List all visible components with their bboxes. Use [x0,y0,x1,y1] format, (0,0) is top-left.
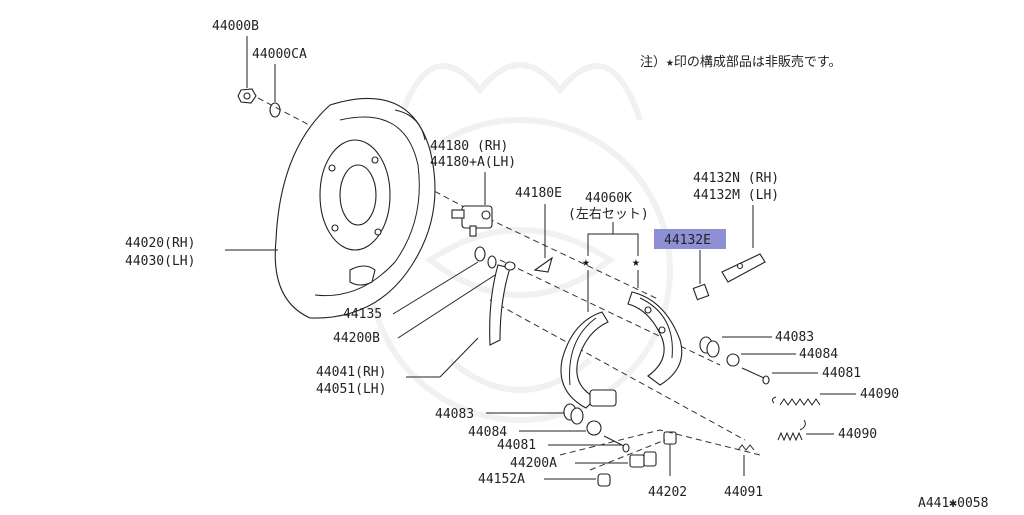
label-44132E: 44132E [664,233,711,248]
pin-44081-right [741,367,770,385]
label-44041: 44041(RH) [316,365,386,380]
leader-44135 [392,261,479,315]
axis-line-lower [499,259,721,366]
label-44132N: 44132N (RH) [693,171,779,186]
label-44083-right: 44083 [775,330,814,345]
label-44051: 44051(LH) [316,382,386,397]
label-44132M: 44132M (LH) [693,188,779,203]
wheel-cylinder-44180 [451,205,493,237]
adjuster-44200A [629,451,657,468]
highlight-44132E [654,229,726,249]
spring-cup-44083-right [699,336,720,358]
label-44060K: 44060K [585,191,632,206]
label-44000B: 44000B [212,19,259,34]
part-44132E [692,283,710,301]
pin-44081-left [603,435,630,453]
brake-shoe-left [560,311,617,409]
part-44135-b [487,255,497,269]
label-44084-right: 44084 [799,347,838,362]
star-mark-left: ★ [582,255,590,270]
label-44081-right: 44081 [822,366,861,381]
star-mark-right: ★ [632,255,640,270]
part-44152A [597,473,611,487]
strut-44200B [489,261,516,346]
part-44135 [474,246,486,262]
label-44060K-sub: (左右セット) [568,207,649,222]
spring-cup-44083-left [563,403,584,425]
leader-44041-b [439,337,479,378]
adjuster-lever-44132N [721,253,766,283]
label-44180-rh: 44180 (RH) [430,139,508,154]
label-44202: 44202 [648,485,687,500]
label-44180E: 44180E [515,186,562,201]
label-44135: 44135 [343,307,382,322]
spring-44090-b [777,419,806,442]
part-44180E [533,256,553,273]
backing-plate-44020 [274,97,436,319]
label-44200B: 44200B [333,331,380,346]
label-44200A: 44200A [510,456,557,471]
washer-44084-right [726,353,740,367]
group-dashed-lower [559,429,761,456]
leader-44200B [397,274,496,339]
label-44020: 44020(RH) [125,236,195,251]
spring-44091 [737,444,755,476]
figure-code: A441✱0058 [918,496,988,510]
label-44083-left: 44083 [435,407,474,422]
label-44090-b: 44090 [838,427,877,442]
bolt-44202 [663,431,677,476]
axis-line-mid [469,209,661,301]
label-44000CA: 44000CA [252,47,307,62]
washer-44084-left [586,420,602,436]
nut-44000B [237,88,257,104]
label-44180-lh: 44180+A(LH) [430,155,516,170]
label-44091: 44091 [724,485,763,500]
label-44090-a: 44090 [860,387,899,402]
brake-shoe-right [627,291,683,386]
group-dashed-lower-b [589,439,666,471]
note-text: 注）★印の構成部品は非販売です。 [640,54,842,70]
label-44084-left: 44084 [468,425,507,440]
label-44081-left: 44081 [497,438,536,453]
label-44030: 44030(LH) [125,254,195,269]
spring-44090-a [771,396,821,406]
axis-line-bottom [489,299,746,441]
label-44152A: 44152A [478,472,525,487]
